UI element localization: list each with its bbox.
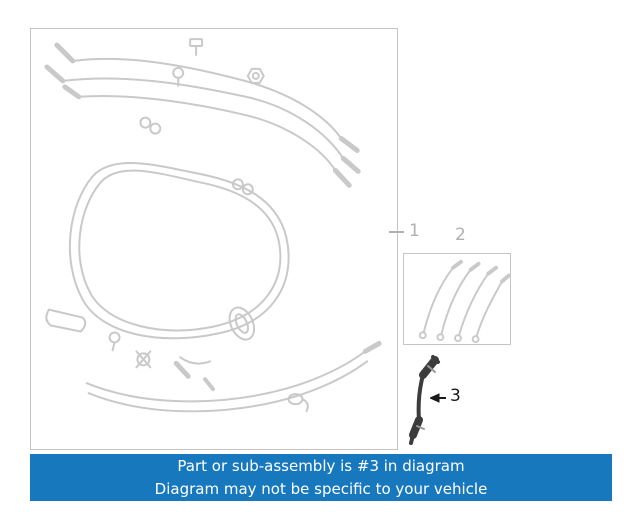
main-diagram-box	[30, 28, 398, 450]
inset-cables-drawing	[418, 259, 511, 344]
inset-box-2	[403, 253, 511, 345]
arrow-left-icon	[430, 393, 446, 403]
callout-label-3: 3	[450, 386, 461, 406]
harness-bottom-cables	[85, 340, 382, 413]
harness-main-loop	[68, 162, 290, 365]
banner-line-2: Diagram may not be specific to your vehi…	[154, 479, 488, 498]
part-3-highlighted-drawing	[409, 355, 440, 445]
harness-grommet	[228, 306, 256, 341]
info-banner: Part or sub-assembly is #3 in diagram Di…	[30, 454, 612, 501]
callout-1-leader-line	[389, 231, 404, 233]
wiring-harness-drawing	[44, 38, 382, 413]
callout-label-1: 1	[409, 221, 420, 241]
callout-label-2: 2	[455, 225, 466, 245]
banner-line-1: Part or sub-assembly is #3 in diagram	[177, 456, 465, 475]
harness-top-boots	[44, 42, 82, 100]
harness-cable-bundle	[61, 57, 361, 188]
harness-lower-fittings	[45, 308, 215, 392]
harness-clips	[139, 38, 265, 196]
